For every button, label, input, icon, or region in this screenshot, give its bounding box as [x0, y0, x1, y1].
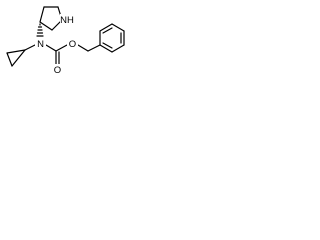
phenyl-ring: [99, 23, 125, 53]
bond-carbonyl-ester-o: [55, 44, 68, 52]
atom-label-carbonyl-o: O: [52, 64, 63, 76]
bond-ph-5: [111, 44, 125, 53]
stereo-hash-bond: [36, 23, 44, 37]
bond-n-carbonyl: [45, 44, 57, 52]
label-background: [52, 64, 63, 76]
bond-ring-c2-c3: [39, 21, 53, 31]
atom-label-nh: NH: [60, 14, 74, 26]
carbamate-n-label: N: [37, 39, 44, 50]
bond-n-cyclopropyl: [24, 44, 36, 51]
label-background: [60, 14, 74, 26]
bond-ph-inner-3: [102, 42, 113, 49]
chemical-structure: NH N O O: [6, 6, 125, 76]
bond-ring-c3-c5: [39, 6, 45, 23]
bond-ph-3: [111, 23, 125, 32]
atom-label-n: N: [35, 38, 46, 50]
bond-ch2-phenyl: [87, 44, 101, 52]
bond-cp-2: [6, 52, 13, 67]
label-background: [35, 38, 46, 50]
pyrrolidine-nh-label: NH: [60, 15, 74, 26]
ester-o-label: O: [69, 39, 76, 50]
bond-cp-1: [6, 49, 26, 54]
carbonyl-double-bond: [55, 50, 60, 66]
label-background: [67, 38, 78, 50]
bond-o-ch2: [77, 44, 89, 52]
bond-cp-3: [11, 49, 26, 67]
cyclopropyl-ring: [6, 49, 26, 67]
bond-ph-6: [99, 44, 113, 53]
bond-ph-2: [99, 23, 113, 32]
carbonyl-o-label: O: [54, 65, 61, 76]
pyrrolidine-ring: [39, 6, 63, 31]
bond-ph-inner-1: [102, 27, 113, 34]
atom-label-ester-o: O: [67, 38, 78, 50]
